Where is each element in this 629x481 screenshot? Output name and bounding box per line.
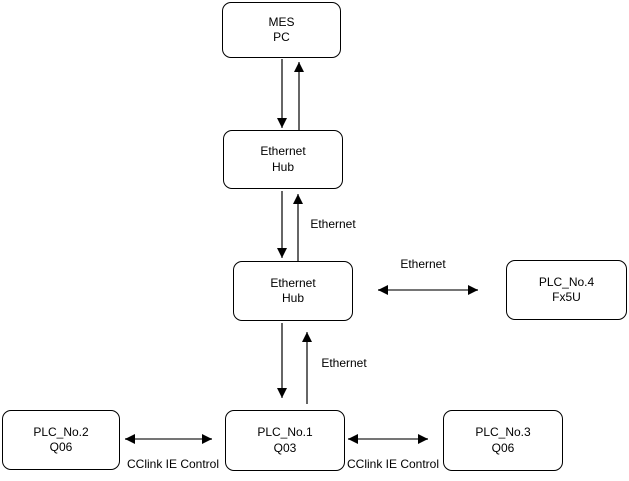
edge-label-cclink-plc1-plc3: CClink IE Control: [345, 457, 441, 471]
node-label-line1: PLC_No.3: [475, 425, 531, 440]
diagram-edges: [125, 59, 478, 444]
node-label-line2: Q06: [491, 440, 515, 455]
edge-label-ethernet-hub1-hub2: Ethernet: [309, 217, 357, 231]
edge-label-cclink-plc2-plc1: CClink IE Control: [125, 457, 221, 471]
node-label-line2: Hub: [281, 291, 304, 305]
node-label-line1: MES: [268, 14, 295, 29]
node-plc-no3[interactable]: PLC_No.3 Q06: [443, 410, 563, 471]
node-label-line2: Q03: [273, 440, 297, 455]
node-label-line2: Hub: [271, 159, 294, 174]
node-label-line1: Ethernet: [270, 275, 316, 290]
node-plc-no4[interactable]: PLC_No.4 Fx5U: [506, 260, 627, 320]
node-ethernet-hub-1[interactable]: Ethernet Hub: [223, 130, 343, 189]
node-label-line2: PC: [273, 30, 290, 44]
node-label-line1: PLC_No.2: [33, 424, 89, 439]
edge-label-ethernet-hub2-plc4: Ethernet: [399, 257, 447, 271]
node-plc-no1[interactable]: PLC_No.1 Q03: [225, 410, 345, 471]
node-ethernet-hub-2[interactable]: Ethernet Hub: [233, 261, 353, 321]
node-label-line1: PLC_No.1: [257, 425, 313, 440]
node-label-line2: Q06: [49, 440, 73, 454]
node-mes-pc[interactable]: MES PC: [222, 2, 341, 58]
node-label-line1: Ethernet: [260, 144, 306, 159]
node-label-line2: Fx5U: [552, 290, 581, 304]
node-label-line1: PLC_No.4: [538, 274, 595, 289]
node-plc-no2[interactable]: PLC_No.2 Q06: [2, 410, 120, 470]
edge-label-ethernet-hub2-plc1: Ethernet: [320, 356, 368, 370]
